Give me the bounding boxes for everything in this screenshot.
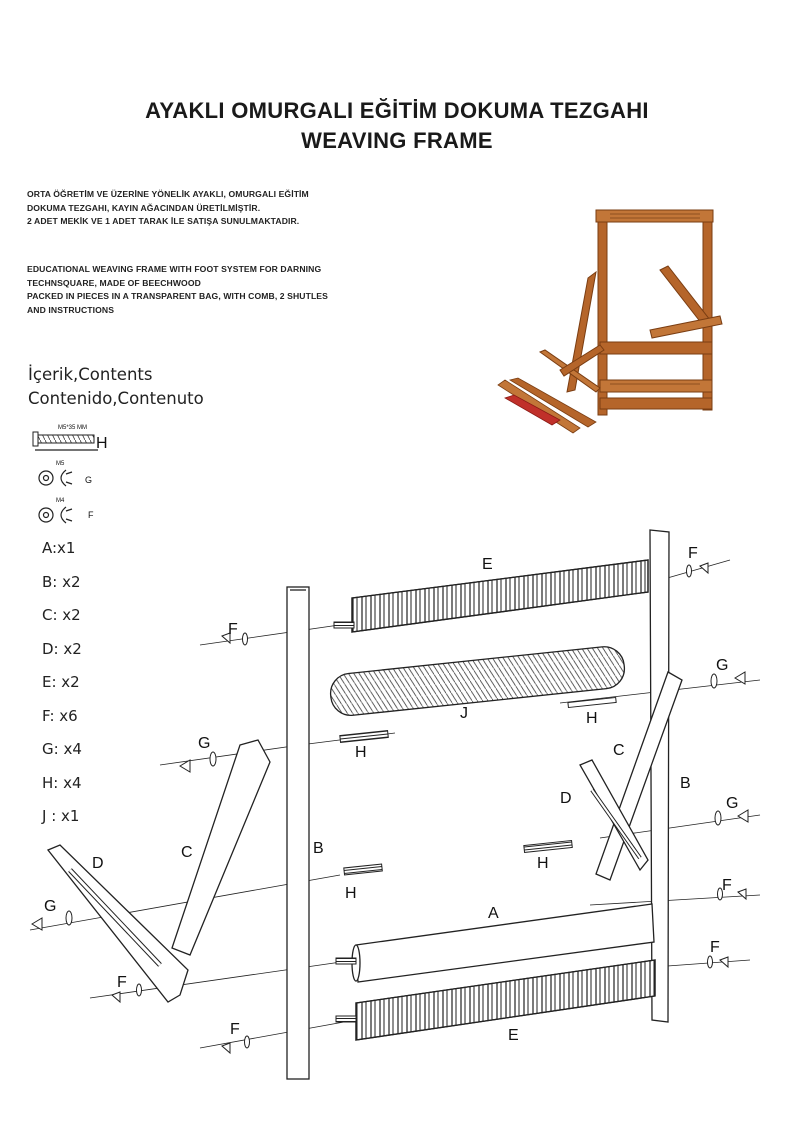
description-english: EDUCATIONAL WEAVING FRAME WITH FOOT SYST… (27, 263, 427, 317)
description-turkish: ORTA ÖĞRETİM VE ÜZERİNE YÖNELİK AYAKLI, … (27, 188, 407, 229)
exploded-diagram (29, 529, 761, 1080)
label-h-2: H (586, 710, 598, 727)
parts-list: A:x1 B: x2 C: x2 D: x2 E: x2 F: x6 G: x4… (42, 539, 82, 841)
parts-list-item: B: x2 (42, 572, 81, 591)
label-f-1: F (228, 621, 238, 638)
g-letter-label: G (85, 475, 92, 485)
desc-line: PACKED IN PIECES IN A TRANSPARENT BAG, W… (27, 291, 328, 301)
label-d-right: D (560, 790, 572, 807)
label-f-6: F (230, 1021, 240, 1038)
page-title: AYAKLI OMURGALI EĞİTİM DOKUMA TEZGAHI (145, 98, 649, 123)
bolt-size-label: M5*35 MM (58, 425, 87, 431)
parts-list-item: F: x6 (42, 706, 78, 725)
label-a: A (488, 905, 499, 922)
label-g-2: G (716, 657, 728, 674)
label-g-4: G (44, 898, 56, 915)
label-e-bottom: E (508, 1027, 519, 1044)
label-b-right: B (680, 775, 691, 792)
label-b-left: B (313, 840, 324, 857)
label-c-right: C (613, 742, 625, 759)
contents-heading: İçerik,Contents Contenido,Contenuto (28, 363, 204, 411)
parts-list-item: H: x4 (42, 773, 82, 792)
parts-list-item: E: x2 (42, 673, 80, 691)
label-g-3: G (726, 795, 738, 812)
comb-e-top (351, 559, 649, 633)
product-photo (497, 209, 723, 434)
f-size-label: M4 (56, 498, 65, 504)
desc-line: AND INSTRUCTIONS (27, 304, 115, 315)
label-g-1: G (198, 735, 210, 752)
parts-list-item: A:x1 (42, 539, 76, 557)
parts-list-item: C: x2 (42, 606, 81, 624)
parts-list-item: D: x2 (42, 639, 82, 658)
washer-f-icon (38, 506, 73, 524)
label-d-left: D (92, 855, 104, 872)
desc-line: EDUCATIONAL WEAVING FRAME WITH FOOT SYST… (27, 264, 322, 274)
washer-g-icon (38, 469, 73, 487)
label-c-left: C (181, 844, 193, 861)
g-size-label: M5 (56, 461, 65, 467)
parts-list-item: G: x4 (42, 740, 82, 758)
desc-line: ORTA ÖĞRETİM VE ÜZERİNE YÖNELİK AYAKLI, … (27, 189, 309, 199)
desc-line: TECHNSQUARE, MADE OF BEECHWOOD (27, 277, 201, 288)
label-h-4: H (537, 855, 549, 872)
upright-b-left (286, 586, 310, 1080)
label-e-top: E (482, 556, 493, 573)
label-f-2: F (688, 545, 698, 562)
bolt-letter-label: H (96, 435, 108, 452)
desc-line: 2 ADET MEKİK VE 1 ADET TARAK İLE SATIŞA … (27, 216, 300, 226)
label-h-1: H (355, 744, 367, 761)
page-subtitle: WEAVING FRAME (301, 128, 493, 153)
label-h-3: H (345, 885, 357, 902)
contents-line: İçerik,Contents (28, 365, 153, 384)
f-letter-label: F (88, 510, 94, 520)
roller-j (329, 646, 626, 717)
desc-line: DOKUMA TEZGAHI, KAYIN AĞACINDAN ÜRETİLMİ… (27, 202, 261, 213)
brace-c-left (171, 739, 271, 956)
label-f-4: F (117, 974, 127, 991)
label-f-5: F (710, 939, 720, 956)
label-f-3: F (722, 877, 732, 894)
label-j: J (460, 705, 468, 722)
upright-b-right (649, 529, 670, 1023)
contents-line: Contenido,Contenuto (28, 389, 204, 408)
bolt-h-icon (32, 431, 98, 451)
parts-list-item: J : x1 (42, 807, 80, 825)
